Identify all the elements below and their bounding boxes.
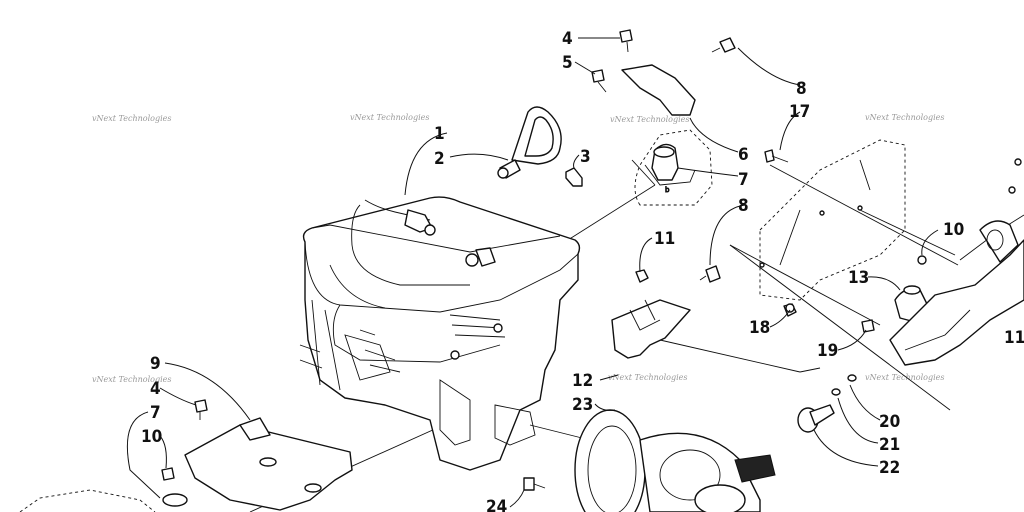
callout-20: 20 [879, 412, 900, 432]
callout-1: 1 [434, 124, 445, 144]
callout-5: 5 [562, 53, 573, 73]
watermark: vNext Technologies [865, 373, 944, 382]
svg-text:b: b [665, 186, 670, 194]
watermark: vNext Technologies [608, 373, 687, 382]
callout-24: 24 [486, 497, 507, 512]
callout-3: 3 [580, 147, 591, 167]
part-22-knob [785, 303, 857, 433]
upper-engine-mount: b [621, 64, 713, 206]
callout-8-mid: 8 [738, 196, 749, 216]
callout-11-right: 11 [1004, 328, 1024, 348]
callout-8-top: 8 [796, 79, 807, 99]
engine [299, 196, 581, 471]
part-3-clip [565, 167, 583, 187]
callout-19: 19 [817, 341, 838, 361]
watermark: vNext Technologies [92, 375, 171, 384]
callout-labels: 4 5 8 17 6 7 8 1 2 3 11 10 13 18 19 11 1… [141, 29, 1024, 512]
callout-10-left: 10 [141, 427, 162, 447]
callout-7-left: 7 [150, 403, 161, 423]
callout-12: 12 [572, 371, 593, 391]
callout-13: 13 [848, 268, 869, 288]
callout-23: 23 [572, 395, 593, 415]
watermark: vNext Technologies [350, 113, 429, 122]
part-2-starter-handle [497, 106, 562, 179]
callout-18: 18 [749, 318, 770, 338]
part-17-side-plate [759, 139, 906, 301]
callout-17: 17 [789, 102, 810, 122]
callout-4-left: 4 [150, 379, 161, 399]
watermark: vNext Technologies [610, 115, 689, 124]
callout-4: 4 [562, 29, 573, 49]
watermark: vNext Technologies [865, 113, 944, 122]
callout-10-right: 10 [943, 220, 964, 240]
callout-22: 22 [879, 458, 900, 478]
watermark: vNext Technologies [92, 114, 171, 123]
ghost-outline [19, 489, 156, 512]
part-9-mounting-bracket [162, 417, 353, 511]
right-engine-mount [889, 158, 1024, 366]
part-12-engine-bracket [611, 299, 691, 359]
callout-11-mid: 11 [654, 229, 675, 249]
part-23-pulley [574, 409, 776, 512]
callout-9: 9 [150, 354, 161, 374]
leader-lines [126, 37, 939, 508]
callout-21: 21 [879, 435, 900, 455]
callout-7-top: 7 [738, 170, 749, 190]
callout-6: 6 [738, 145, 749, 165]
callout-2: 2 [434, 149, 445, 169]
